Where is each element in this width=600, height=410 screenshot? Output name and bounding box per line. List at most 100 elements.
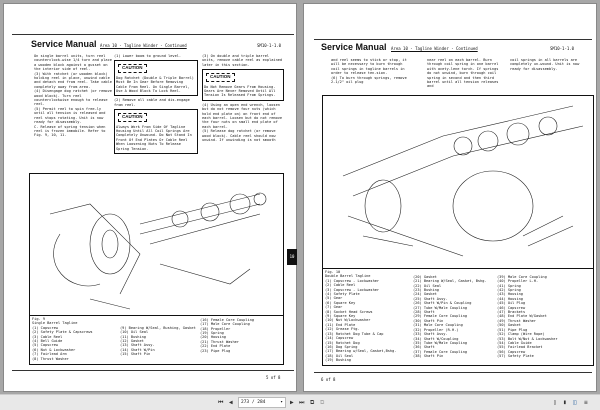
figure-title: Fig. 10 <box>325 270 341 274</box>
section-tab: 10 <box>287 249 297 265</box>
text-column-1: On single barrel units, turn reel counte… <box>34 54 114 138</box>
caution-text: Dog Ratchet (Double & Triple Barrel) Mus… <box>116 75 194 94</box>
legend-item: (30) Shaft Pin <box>413 318 444 323</box>
paste-icon[interactable]: ⧉ <box>320 399 325 406</box>
copy-icon[interactable]: ⧉ <box>310 399 315 406</box>
legend-item: (37) Female Core Coupling <box>413 349 468 354</box>
legend-item: (47) Brackets <box>497 310 526 315</box>
viewer-toolbar: ⏮ ◀ 273 / 284 ▾ ▶ ⏭ ⧉ ⧉ ▯ ▮ ◫ ≡ <box>0 394 600 410</box>
legend-item: (16) Dog Spring <box>325 344 358 349</box>
legend-item: (26) Shaft W/Pin & Coupling <box>413 301 472 306</box>
legend-item: (38) Shaft Pin <box>413 354 444 359</box>
legend-item: (6) Square Key <box>325 300 356 305</box>
footer-rule <box>314 372 592 373</box>
page-field-value: 273 / 284 <box>241 400 266 405</box>
text-column-3: coil springs in all barrels are complete… <box>510 58 582 71</box>
legend-item: (3) Capscrew - Lockwasher <box>325 287 380 292</box>
paragraph: (6) To burn through springs, remove 2-1/… <box>331 75 407 85</box>
legend-item: (52) Clamp (Wire Rope) <box>497 332 545 337</box>
right-page: Service Manual Area 10 - Tagline Winder … <box>303 3 597 392</box>
paragraph: C. Release of spring tension when reel i… <box>34 124 106 138</box>
legend-item: (9) Bearing W/Seal, Bushing, Gasket <box>120 325 196 330</box>
continuous-icon[interactable]: ▮ <box>563 399 567 406</box>
legend-item: (34) Shaft W/Coupling <box>413 336 459 341</box>
page-number: 6 of 8 <box>321 377 336 382</box>
figure-subtitle: Single Barrel Tagline <box>32 321 78 326</box>
legend-item: (33) Shaft Assy. <box>413 332 448 337</box>
legend-item: (14) Capscrew <box>325 336 354 341</box>
legend-item: (25) Shaft Assy. <box>413 296 448 301</box>
first-page-icon[interactable]: ⏮ <box>218 399 224 406</box>
single-page-icon[interactable]: ▯ <box>553 399 557 406</box>
legend-item: (23) Pipe Plug <box>200 348 231 353</box>
legend-item: (43) Housing <box>497 292 523 297</box>
page-title: Service Manual <box>321 42 387 52</box>
paragraph: coil springs in all barrels are complete… <box>510 58 580 71</box>
prev-page-icon[interactable]: ◀ <box>229 399 233 406</box>
legend-item: (17) Bearing w/Seal, Gasket,Bshg. <box>325 349 397 354</box>
caution-label: CAUTION <box>118 113 147 122</box>
legend-item: (6) Nut & Lockwasher <box>32 347 76 352</box>
exploded-diagram <box>49 192 267 310</box>
legend-column: (1) Capscrew(2) Safety Plate & Capscrews… <box>32 326 93 361</box>
legend-item: (41) Spring <box>497 283 521 288</box>
legend-item: (5) Gear <box>325 296 343 301</box>
doc-code: SM10-1-1.0 <box>550 46 575 51</box>
legend-item: (1) Capscrew <box>32 325 58 330</box>
figure-title: Fig. 9 <box>32 317 45 321</box>
legend-item: (22) Oil Seal <box>413 283 442 288</box>
legend-item: (32) Propeller (R.H.) <box>413 327 459 332</box>
legend-column: (1) Capscrew - Lockwasher(2) Cable Reel(… <box>325 279 396 363</box>
paragraph: (3) With ratchet (or wooden block) holdi… <box>34 71 112 89</box>
scroll-icon[interactable]: ≡ <box>584 399 588 406</box>
caution-text: Always Work From Side Of Tagline Housing… <box>116 124 192 151</box>
legend-item: (20) Gasket <box>413 274 437 279</box>
footer-rule <box>12 370 294 371</box>
paragraph: (5) Release dog ratchet (or remove wood … <box>202 129 276 143</box>
legend-column: (16) Female Core Coupling(17) Male Core … <box>200 318 254 353</box>
last-page-icon[interactable]: ⏭ <box>299 399 305 406</box>
legend-item: (18) Oil Seal <box>325 353 354 358</box>
legend-item: (15) Ratchet Dog <box>325 340 360 345</box>
header-rule <box>12 34 294 35</box>
figure-10: Fig. 10 Double Barrel Tagline (1) Capscr… <box>322 95 594 366</box>
legend-item: (1) Capscrew - Lockwasher <box>325 278 380 283</box>
paragraph: (4) Disengage dog ratchet (or remove woo… <box>34 89 112 107</box>
legend-item: (21) Bearing W/Seal, Gasket, Bshg. <box>413 279 487 284</box>
caution-box: CAUTION Always Work From Side Of Tagline … <box>114 109 198 155</box>
two-page-icon[interactable]: ◫ <box>573 399 577 406</box>
legend-item: (12) Gasket <box>120 339 144 344</box>
legend-item: (12) Grease Ftg. <box>325 327 360 332</box>
legend-item: (31) Male Core Coupling <box>413 323 463 328</box>
left-page: Service Manual Area 10 - Tagline Winder … <box>3 3 297 392</box>
legend-item: (8) Socket Head Screws <box>325 309 373 314</box>
dropdown-icon[interactable]: ▾ <box>280 400 283 405</box>
legend-item: (46) Capscrew <box>497 305 526 310</box>
legend-item: (42) Spring <box>497 288 521 293</box>
page-number-input[interactable]: 273 / 284 ▾ <box>238 397 286 408</box>
legend-item: (55) Fairlead Bracket <box>497 345 543 350</box>
caution-label: CAUTION <box>206 73 235 82</box>
legend-item: (22) End Plate <box>200 344 231 349</box>
legend-item: (10) Nut W/Lockwasher <box>325 318 371 323</box>
legend-item: (16) Female Core Coupling <box>200 317 255 322</box>
legend-item: (2) Cable Reel <box>325 283 356 288</box>
legend-item: (8) Thrust Washer <box>32 356 69 361</box>
next-page-icon[interactable]: ▶ <box>290 399 294 406</box>
legend-column: (39) Male Core Coupling(40) Propeller L.… <box>497 275 558 359</box>
figure-subtitle: Double Barrel Tagline <box>325 274 371 279</box>
legend-item: (11) End Plate <box>325 322 356 327</box>
legend-column: (20) Gasket(21) Bearing W/Seal, Gasket, … <box>413 275 487 359</box>
legend-item: (27) Tube W/Male Coupling <box>413 305 468 310</box>
legend-item: (7) Gear <box>325 305 343 310</box>
legend-item: (23) Bushing <box>413 288 439 293</box>
paragraph: (3) On double and triple barrel units, r… <box>202 54 283 67</box>
paragraph: (4) Using an open end wrench, loosen but… <box>202 102 283 129</box>
legend-item: (24) Gasket <box>413 292 437 297</box>
legend-item: (7) Fairlead Arm <box>32 352 67 357</box>
legend-item: (9) Square Key <box>325 314 356 319</box>
legend-item: (45) Oil Plug <box>497 301 526 306</box>
